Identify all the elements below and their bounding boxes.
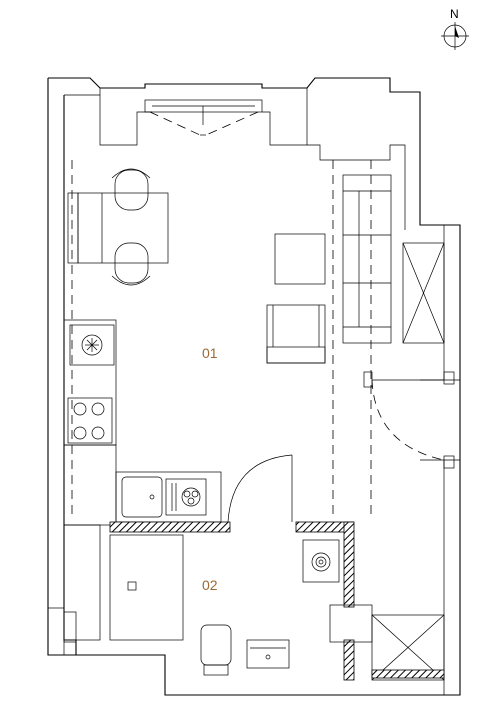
room-label-01: 01 [202, 345, 218, 361]
dashed-guides [71, 160, 372, 520]
washing-machine [302, 539, 340, 583]
toilet [200, 624, 232, 676]
sofa [342, 174, 392, 344]
compass-label: N [450, 7, 459, 21]
storage-left [47, 524, 101, 656]
entrance-door [363, 371, 455, 469]
shower [109, 534, 184, 641]
window-top [144, 99, 263, 136]
armchair [266, 304, 326, 364]
washbasin [246, 639, 290, 669]
shower-tray [371, 614, 445, 681]
sink-counter [115, 471, 222, 523]
north-arrow-icon: N [441, 7, 469, 50]
dining-table [67, 168, 169, 286]
bathroom-door [227, 454, 293, 523]
cabinet-right [329, 604, 373, 643]
room-label-02: 02 [202, 577, 218, 593]
wardrobe [402, 242, 445, 344]
hatched-walls [109, 521, 355, 681]
coffee-table [274, 233, 326, 285]
